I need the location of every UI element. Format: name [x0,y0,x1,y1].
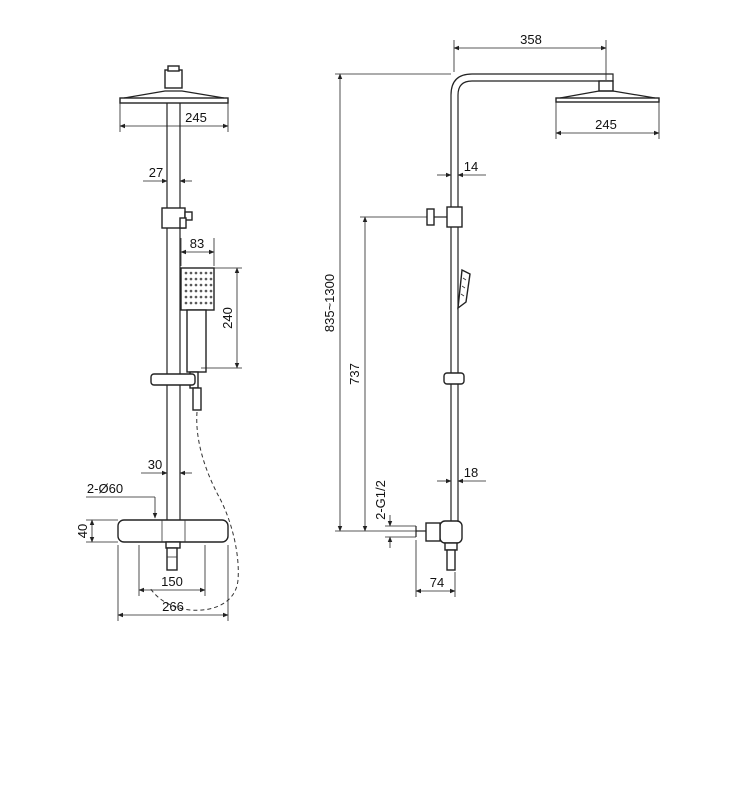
front-view: 245 27 83 240 30 2-Ø60 [75,65,242,621]
dim-label-mixer-height: 40 [75,524,90,538]
dim-side-lower-pipe: 18 [437,465,486,484]
dim-label-hand-shower-width: 83 [190,236,204,251]
dim-label-overall-width: 266 [162,599,184,614]
dim-label-inlet-spacing: 150 [161,574,183,589]
side-shower-head [555,80,660,103]
front-shower-head [119,65,229,104]
dim-label-upper-pipe: 14 [464,159,478,174]
dim-label-pipe-diameter: 27 [149,165,163,180]
dim-label-head-width: 245 [185,110,207,125]
front-mixer [117,519,229,571]
front-slide-bracket [150,373,196,386]
dim-side-arm-reach: 358 [453,32,607,80]
dim-side-wall-offset: 74 [415,540,456,597]
dim-front-bar-to-pipe: 30 [141,457,192,476]
dim-front-overall-width: 266 [117,545,229,621]
dim-front-outlets: 2-Ø60 [86,481,158,519]
dim-label-inlet-thread: 2-G1/2 [373,480,388,520]
dim-label-side-head-width: 245 [595,117,617,132]
dim-front-inlet-spacing: 150 [138,545,206,596]
dim-side-upper-pipe: 14 [437,159,486,178]
side-riser-and-arm [450,73,614,530]
dim-front-pipe-diameter: 27 [143,165,192,184]
dim-front-hand-shower-height: 240 [201,267,242,369]
side-mixer [415,520,463,571]
side-slide-bracket [443,372,465,385]
dim-side-height-range: 835~1300 [322,73,451,532]
dim-front-hand-shower-width: 83 [180,236,215,266]
dim-side-outlet-height: 737 [347,216,427,532]
dim-label-height-range: 835~1300 [322,274,337,332]
dim-front-head-width: 245 [119,103,229,132]
dim-label-hand-shower-height: 240 [220,307,235,329]
dim-label-outlet-height: 737 [347,363,362,385]
dim-label-lower-pipe: 18 [464,465,478,480]
side-diverter [426,206,463,228]
dim-label-wall-offset: 74 [430,575,444,590]
dim-front-mixer-height: 40 [75,519,118,543]
side-view: 358 245 14 835~1300 737 18 [322,32,660,597]
dim-label-outlets: 2-Ø60 [87,481,123,496]
front-riser-pipe [166,103,181,520]
dim-label-arm-reach: 358 [520,32,542,47]
side-hand-shower [457,268,471,310]
front-hose [149,411,239,611]
nozzle-grid [184,271,213,305]
front-diverter [161,207,193,229]
dim-side-inlet-thread: 2-G1/2 [373,480,416,548]
dim-side-head-width: 245 [555,102,660,139]
front-hand-shower [180,267,215,411]
dim-label-bar-to-pipe: 30 [148,457,162,472]
